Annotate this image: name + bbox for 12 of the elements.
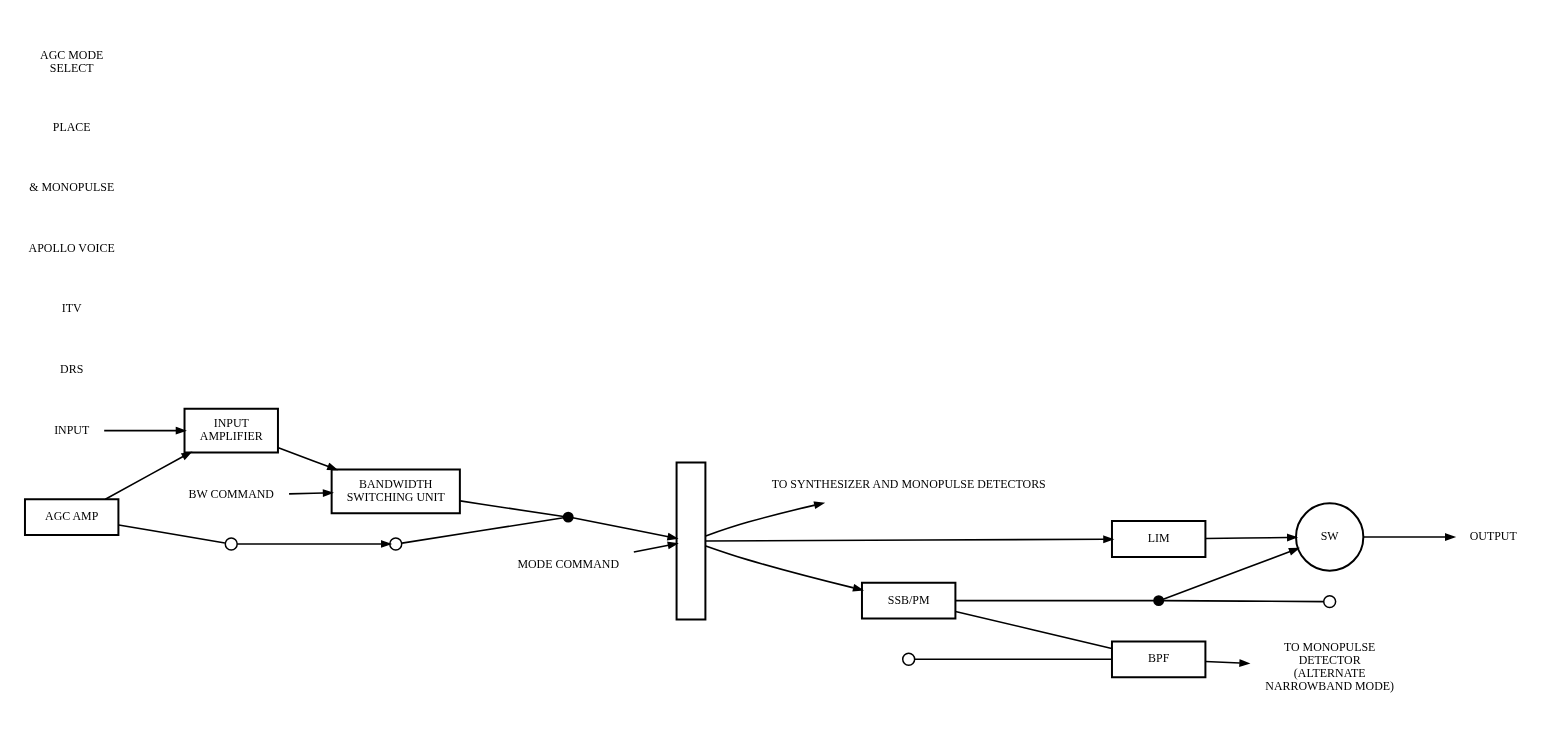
label: APOLLO VOICE [28, 240, 115, 255]
label: AGC MODE SELECT [40, 48, 104, 76]
node-text: OUTPUT [1469, 529, 1517, 544]
label: & MONOPULSE [29, 180, 115, 195]
node-text: BW COMMAND [188, 487, 274, 502]
label: DRS [60, 362, 84, 377]
node-text: INPUT [54, 422, 90, 437]
node-text: TO MONOPULSE DETECTOR (ALTERNATE NARROWBAND MODE) [1265, 639, 1394, 693]
node-text: TO SYNTHESIZER AND MONOPULSE DETECTORS [771, 477, 1046, 492]
node-text: MODE COMMAND [517, 556, 619, 571]
label: PLACE [52, 119, 91, 134]
label: ITV [61, 301, 82, 316]
